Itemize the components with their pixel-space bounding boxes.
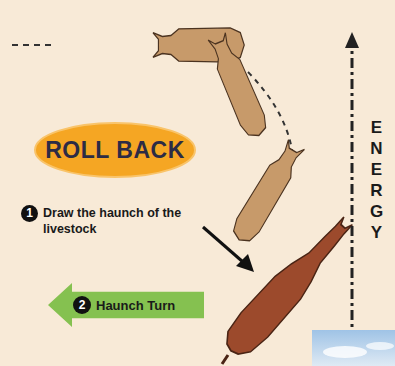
dashed-path: [12, 44, 52, 46]
cow-figure: [205, 31, 271, 140]
energy-arrow: [351, 46, 354, 362]
arrow-shape: [48, 283, 204, 327]
arrow-head: [345, 32, 359, 48]
arrow-head: [236, 254, 254, 272]
instruction-text: Draw the haunch of the livestock: [43, 205, 183, 237]
oval-shape: [35, 123, 195, 177]
title-oval: ROLL BACK: [34, 122, 196, 178]
energy-label: ENERGY: [366, 118, 386, 244]
title-text: ROLL BACK: [34, 122, 196, 178]
horse-tail: [222, 355, 228, 364]
photo-fragment: [312, 330, 395, 366]
arrow-label: Haunch Turn: [96, 283, 175, 327]
direction-arrow: [203, 227, 243, 262]
callout-number: 1: [21, 205, 38, 222]
cow-figure: [228, 138, 307, 247]
cloud: [323, 346, 367, 358]
cloud: [366, 342, 394, 350]
callout-number: 2: [73, 296, 91, 314]
green-arrow: 2 Haunch Turn: [48, 283, 204, 327]
